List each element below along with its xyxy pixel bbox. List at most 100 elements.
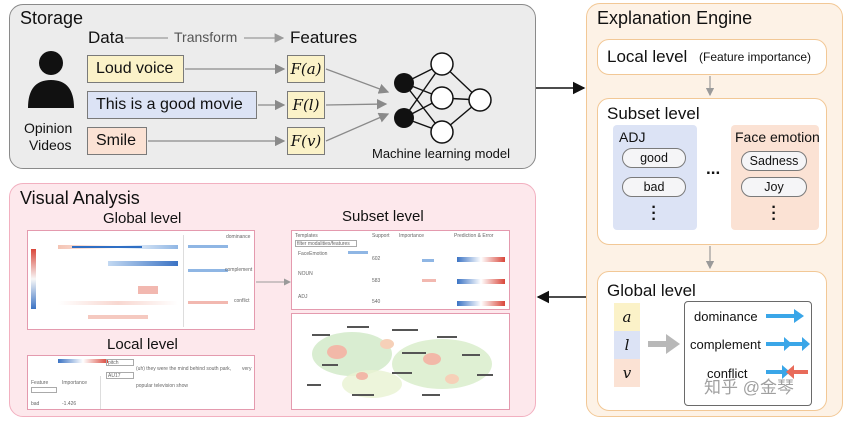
subset-support-bar-1	[348, 251, 368, 254]
relation-arrows	[766, 309, 810, 379]
subset-pred-bar-3	[457, 301, 505, 306]
data-item-text-text: This is a good movie	[96, 96, 243, 113]
subset-header-importance: Importance	[399, 233, 425, 239]
global-feature-a: a	[614, 303, 640, 331]
subset-pred-bar-1	[457, 257, 505, 262]
engine-subset-label: Subset level	[607, 104, 700, 123]
data-item-audio-text: Loud voice	[96, 60, 174, 77]
wordcloud-screenshot	[291, 313, 510, 410]
local-text-3: very	[242, 366, 252, 372]
subset-face-more-dots: ···	[771, 199, 777, 228]
subset-row-support-1: 602	[372, 256, 381, 262]
subset-item-good: good	[622, 148, 686, 168]
subset-header-support: Support	[372, 233, 390, 239]
local-select-pitch[interactable]: pitch	[106, 359, 134, 366]
subset-group-face-name: Face emotion	[735, 129, 820, 145]
subset-row-support-3: 540	[372, 299, 381, 305]
global-legend-dominance: dominance	[226, 234, 251, 240]
local-filter-input[interactable]	[31, 387, 57, 393]
subset-item-sadness: Sadness	[741, 151, 807, 171]
subset-imp-bar-1	[422, 259, 434, 262]
storage-diagram-lines	[125, 33, 390, 147]
global-legend-complement: complement	[225, 267, 253, 273]
global-side-bar-1	[188, 245, 228, 248]
relation-conflict-label: conflict	[707, 366, 748, 381]
local-header-feature: Feature	[31, 380, 49, 386]
local-divider	[100, 376, 101, 409]
source-label-2: Videos	[29, 137, 72, 153]
local-text-2: popular television show	[136, 383, 188, 389]
global-view-screenshot: dominance complement conflict	[27, 230, 255, 330]
subset-imp-bar-2	[422, 279, 436, 282]
subset-adj-more-dots: ···	[651, 199, 657, 228]
data-item-text: This is a good movie	[87, 91, 257, 119]
global-feature-v: v	[614, 359, 640, 387]
engine-title: Explanation Engine	[597, 8, 753, 28]
global-side-bar-2	[188, 269, 228, 272]
subset-view-screenshot: Templates Support Importance Prediction …	[291, 230, 510, 310]
feature-v: F(v)	[287, 127, 325, 155]
subset-row-name-3: ADJ	[298, 294, 308, 300]
data-item-visual: Smile	[87, 127, 147, 155]
global-row-3	[108, 261, 178, 266]
subset-item-joy: Joy	[741, 177, 807, 197]
global-feature-l: l	[614, 331, 640, 359]
global-row-5	[58, 301, 178, 305]
local-select-au17[interactable]: AU17	[106, 372, 134, 379]
features-header: Features	[290, 28, 358, 47]
engine-local-label: Local level	[607, 47, 688, 66]
visual-global-label: Global level	[103, 210, 182, 227]
subset-row-name-2: NOUN	[298, 271, 313, 277]
panel-connector-arrows	[536, 81, 586, 304]
relations-box	[684, 301, 812, 406]
visual-subset-label: Subset level	[342, 208, 424, 225]
subset-filter-input[interactable]: filter modalities/features	[295, 240, 357, 247]
local-value: -1.426	[62, 401, 77, 407]
subset-ellipsis: ...	[706, 159, 721, 178]
visual-link-arrow	[256, 278, 291, 286]
global-colorbar	[31, 249, 36, 309]
data-item-audio: Loud voice	[87, 55, 184, 83]
transform-label: Transform	[174, 29, 238, 45]
neural-network-icon	[394, 52, 492, 144]
model-label: Machine learning model	[372, 146, 511, 161]
local-select-pitch-text: pitch	[108, 360, 119, 366]
feature-a: F(a)	[287, 55, 325, 83]
local-view-screenshot: pitch AU17 (uh) they were the mind behin…	[27, 355, 255, 410]
subset-filter-placeholder: filter modalities/features	[297, 241, 350, 247]
global-gray-arrow	[648, 334, 680, 354]
relation-complement-label: complement	[690, 337, 761, 352]
person-icon	[28, 51, 74, 108]
wordcloud-graphic	[307, 326, 493, 398]
local-level-box	[597, 39, 827, 75]
subset-row-name-1: FaceEmotion	[298, 251, 328, 257]
local-word: bad	[31, 401, 40, 407]
data-item-visual-text: Smile	[96, 132, 137, 149]
storage-title: Storage	[20, 8, 84, 28]
source-label-1: Opinion	[24, 120, 73, 136]
local-header-importance: Importance	[62, 380, 88, 386]
local-select-au17-text: AU17	[108, 373, 121, 379]
global-side-bar-3	[188, 301, 228, 304]
subset-header-prediction: Prediction & Error	[454, 233, 494, 239]
global-divider	[183, 235, 184, 327]
local-text-1: (uh) they were the mind behind south par…	[136, 366, 232, 372]
global-row-2	[72, 246, 142, 248]
engine-global-label: Global level	[607, 281, 696, 300]
relation-dominance-label: dominance	[694, 309, 758, 324]
feature-l: F(l)	[287, 91, 325, 119]
subset-header-templates: Templates	[295, 233, 318, 239]
global-legend-conflict: conflict	[234, 298, 250, 304]
subset-item-bad: bad	[622, 177, 686, 197]
global-row-4	[138, 286, 158, 294]
visual-local-label: Local level	[107, 336, 178, 353]
local-importance-strip	[58, 359, 108, 363]
global-row-6	[88, 315, 148, 319]
visual-title: Visual Analysis	[20, 188, 140, 208]
subset-row-support-2: 583	[372, 278, 381, 284]
watermark: 知乎 @金琴	[704, 378, 794, 397]
subset-pred-bar-2	[457, 279, 505, 284]
data-header: Data	[88, 28, 124, 47]
engine-down-arrows	[705, 76, 715, 270]
subset-group-adj-name: ADJ	[619, 129, 646, 145]
